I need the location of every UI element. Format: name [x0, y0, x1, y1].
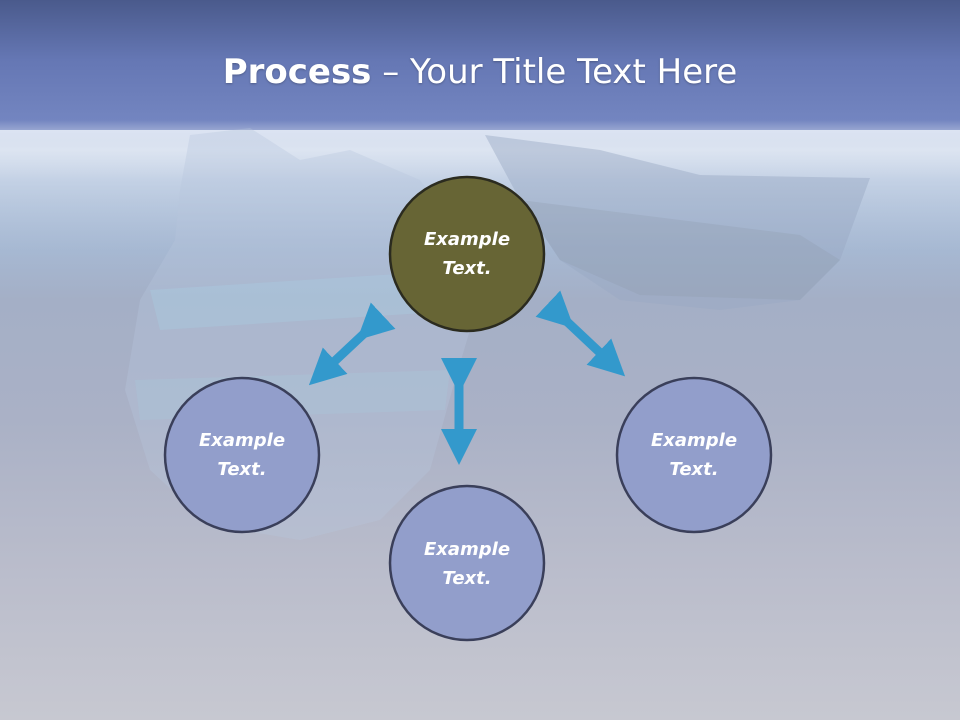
node-right-label-line2: Text. [669, 459, 719, 480]
title-rest-part: – Your Title Text Here [371, 52, 738, 92]
slide-title: Process – Your Title Text Here [0, 52, 960, 92]
node-right-circle [615, 376, 773, 534]
node-left-label: Example Text. [164, 426, 320, 484]
node-bottom-label-line1: Example [423, 539, 511, 560]
title-bold-part: Process [222, 52, 372, 92]
node-bottom-label: Example Text. [389, 535, 545, 593]
node-left-label-line1: Example [198, 430, 286, 451]
node-right-label-line1: Example [650, 430, 738, 451]
node-bottom-circle [388, 484, 546, 642]
node-center-label: Example Text. [389, 225, 545, 283]
double-arrow-center-left [308, 302, 396, 386]
node-bottom-label-line2: Text. [442, 568, 492, 589]
node-left-label-line2: Text. [217, 459, 267, 480]
double-arrow-center-right [535, 290, 626, 377]
node-center-label-line1: Example [423, 229, 511, 250]
node-center-circle [388, 175, 546, 333]
node-center-label-line2: Text. [442, 258, 492, 279]
node-left-circle [163, 376, 321, 534]
node-right-label: Example Text. [616, 426, 772, 484]
